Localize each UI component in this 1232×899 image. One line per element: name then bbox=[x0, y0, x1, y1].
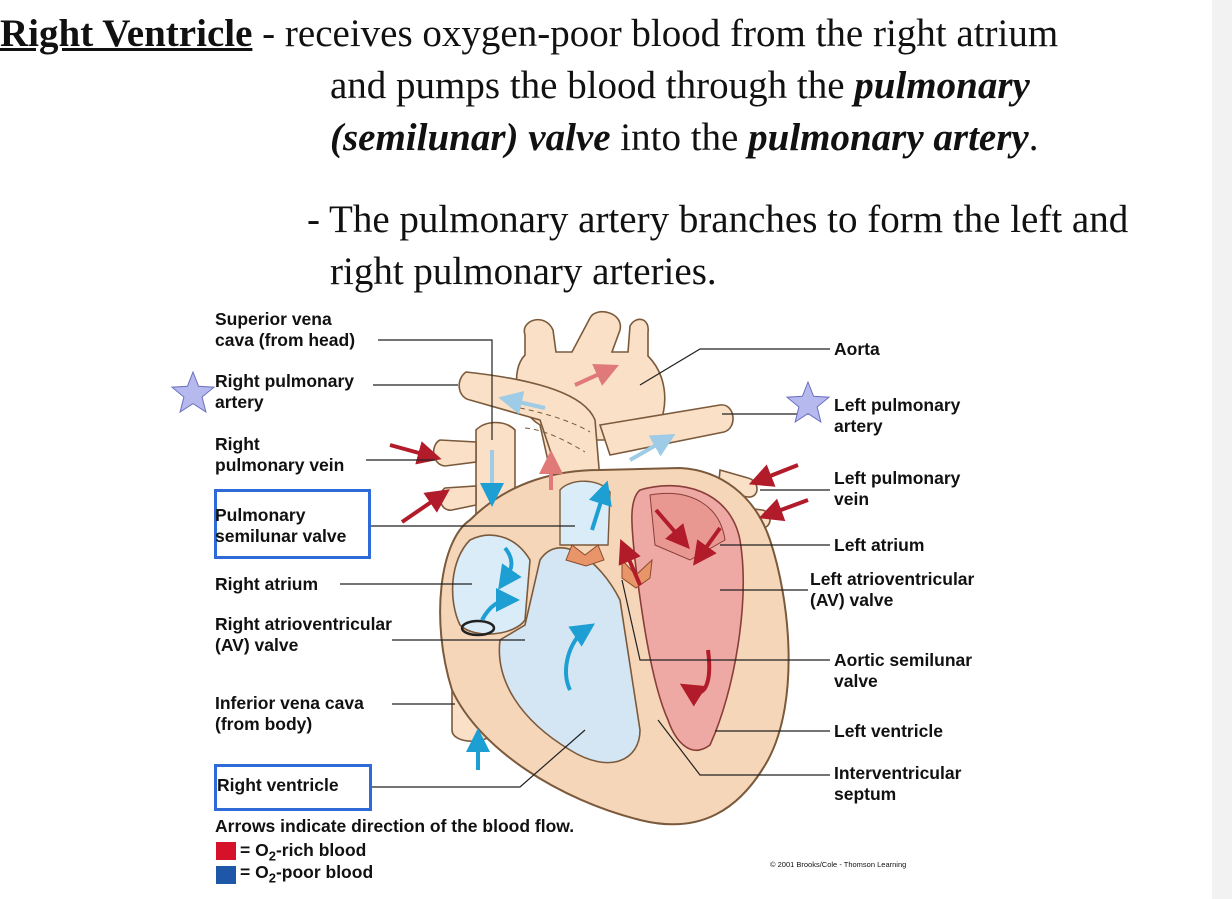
term-semilunar-valve: (semilunar) valve bbox=[330, 116, 611, 159]
hidden-vessel-dash-1 bbox=[519, 407, 591, 433]
heading-text-1: receives oxygen-poor blood from the righ… bbox=[284, 12, 1059, 55]
copyright-note: © 2001 Brooks/Cole - Thomson Learning bbox=[770, 860, 907, 869]
label-left-av-valve: Left atrioventricular(AV) valve bbox=[810, 569, 975, 610]
oxygen-poor-arrows bbox=[466, 450, 612, 770]
pale-arrows bbox=[498, 390, 676, 462]
legend-rich-label: = O2-rich blood bbox=[240, 840, 367, 864]
heading-line-1: Right Ventricle - receives oxygen-poor b… bbox=[0, 8, 1058, 60]
label-left-atrium: Left atrium bbox=[834, 535, 925, 555]
heading-term: Right Ventricle bbox=[0, 12, 253, 55]
heading-text-3: into the bbox=[610, 116, 749, 159]
pulmonary-valve-region bbox=[559, 480, 611, 546]
star-icon-right-pulmonary-artery bbox=[170, 370, 216, 414]
legend-swatch-rich bbox=[216, 842, 236, 860]
hidden-vessel-dash-2 bbox=[524, 427, 586, 453]
pulmonary-trunk-shape bbox=[458, 371, 601, 481]
pink-arrows bbox=[539, 364, 619, 490]
right-av-valve-ring bbox=[460, 619, 496, 637]
pulmonary-valve-cusps bbox=[565, 544, 605, 567]
legend-caption: Arrows indicate direction of the blood f… bbox=[215, 816, 575, 836]
heading-line-2: and pumps the blood through the pulmonar… bbox=[330, 60, 1030, 112]
highlight-box-pulmonary-valve bbox=[214, 489, 371, 559]
bullet-line-1: - The pulmonary artery branches to form … bbox=[307, 198, 1129, 241]
label-right-ventricle: Right ventricle bbox=[217, 775, 339, 795]
term-pulmonary: pulmonary bbox=[854, 64, 1030, 107]
label-right-av-valve: Right atrioventricular(AV) valve bbox=[215, 614, 392, 655]
heading-dash: - bbox=[252, 12, 285, 55]
heading-text-2: and pumps the blood through the bbox=[330, 64, 855, 107]
legend-poor-label: = O2-poor blood bbox=[240, 862, 374, 886]
label-inferior-vena-cava: Inferior vena cava(from body) bbox=[215, 693, 364, 734]
label-right-atrium: Right atrium bbox=[215, 574, 319, 594]
legend-swatch-poor bbox=[216, 866, 236, 884]
oxygen-rich-arrows bbox=[389, 441, 809, 707]
label-left-ventricle: Left ventricle bbox=[834, 721, 943, 741]
heading-period: . bbox=[1028, 116, 1039, 159]
star-icon-left-pulmonary-artery bbox=[785, 380, 831, 424]
right-pulmonary-vein-lower bbox=[439, 485, 477, 511]
right-pulmonary-vein-upper bbox=[432, 439, 477, 467]
label-aorta: Aorta bbox=[834, 339, 880, 359]
highlight-box-right-ventricle bbox=[214, 764, 372, 811]
leader-lines-right bbox=[621, 348, 830, 776]
bullet-line-2: right pulmonary arteries. bbox=[330, 250, 717, 293]
left-pulmonary-artery-shape bbox=[598, 404, 734, 456]
right-atrium-chamber bbox=[451, 534, 531, 635]
window-edge bbox=[1212, 0, 1232, 899]
leader-lines-left bbox=[340, 339, 586, 788]
term-pulmonary-artery: pulmonary artery bbox=[748, 116, 1029, 159]
heading-line-3: (semilunar) valve into the pulmonary art… bbox=[330, 112, 1038, 164]
